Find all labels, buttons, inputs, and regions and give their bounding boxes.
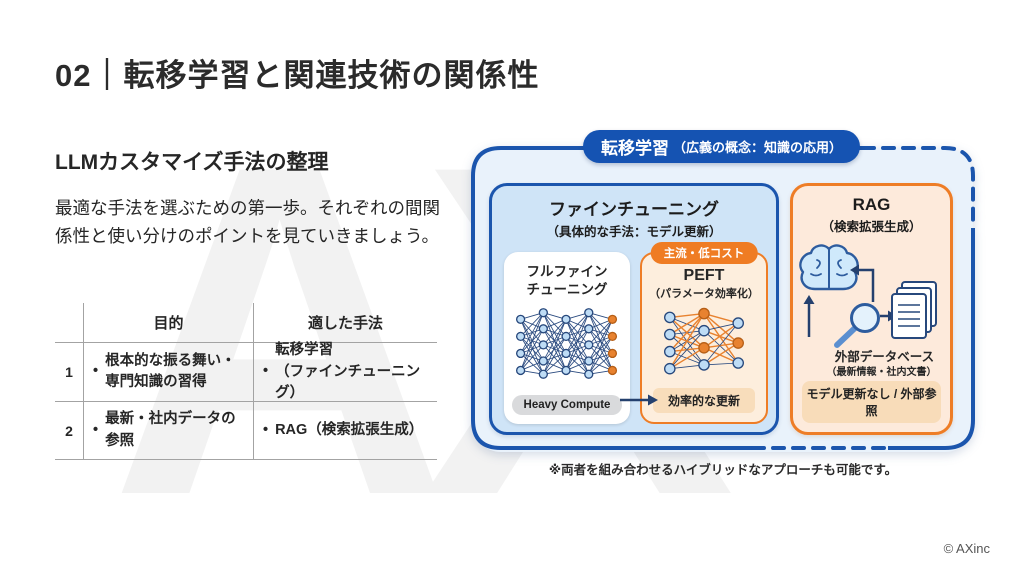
rag-title: RAG	[852, 195, 891, 214]
bullet-glyph: •	[93, 421, 99, 438]
rag-flow-icons	[799, 244, 937, 348]
no-model-update-tag: モデル更新なし / 外部参照	[802, 381, 941, 423]
documents-icon	[891, 281, 937, 339]
umbrella-label-pill: 転移学習 （広義の概念：知識の応用）	[583, 130, 861, 163]
bullet-glyph: •	[263, 421, 269, 438]
finetuning-title: ファインチューニング	[549, 200, 719, 219]
mainstream-lowcost-badge: 主流・低コスト	[650, 242, 758, 264]
finetuning-box: ファインチューニング （具体的な手法：モデル更新） フルファイン チューニング …	[489, 183, 779, 435]
dense-neural-network-icon	[515, 308, 618, 380]
table-cell-text: 根本的な振る舞い・ 専門知識の習得	[105, 352, 236, 390]
table-cell-method: • RAG（検索拡張生成）	[253, 402, 437, 460]
finetuning-subtitle: （具体的な手法：モデル更新）	[546, 225, 722, 239]
heavy-compute-tag: Heavy Compute	[512, 395, 622, 415]
table-cell-text: RAG（検索拡張生成）	[275, 421, 424, 438]
efficient-update-tag: 効率的な更新	[653, 388, 755, 413]
methods-table: 目的 適した手法 1 • 根本的な振る舞い・ 専門知識の習得 • 転移学習 （フ…	[55, 303, 437, 460]
rag-box: RAG （検索拡張生成）	[790, 183, 953, 435]
table-header-purpose: 目的	[83, 303, 253, 343]
external-db-label: 外部データベース	[834, 350, 935, 364]
sparse-neural-network-icon	[664, 307, 744, 375]
hybrid-note: ※両者を組み合わせるハイブリッドなアプローチも可能です。	[548, 463, 898, 477]
table-row-number: 1	[55, 343, 83, 402]
section-heading: LLMカスタマイズ手法の整理	[55, 151, 329, 174]
section-intro-text: 最適な手法を選ぶための第一歩。それぞれの間関係性と使い分けのポイントを見ていきま…	[55, 198, 440, 247]
umbrella-label-strong: 転移学習	[601, 139, 669, 158]
table-cell-text: 最新・社内データの 参照	[105, 411, 236, 449]
retrieve-arrow-icon	[850, 264, 875, 302]
brain-icon	[799, 244, 859, 291]
bullet-glyph: •	[263, 363, 269, 380]
peft-card: 主流・低コスト PEFT （パラメータ効率化） 効率的な更新	[640, 242, 768, 424]
external-db-sublabel: （最新情報・社内文書）	[826, 367, 937, 378]
magnifier-icon	[834, 303, 880, 348]
table-cell-text: 転移学習 （ファインチューニング）	[275, 342, 421, 401]
page-title: 02｜転移学習と関連技術の関係性	[55, 58, 540, 93]
umbrella-label-rest: （広義の概念：知識の応用）	[673, 140, 843, 155]
table-cell-method: • 転移学習 （ファインチューニング）	[253, 342, 437, 402]
peft-subtitle: （パラメータ効率化）	[649, 288, 759, 300]
full-finetuning-title: フルファイン チューニング	[526, 264, 608, 298]
compute-to-efficiency-arrow-icon	[620, 394, 658, 406]
up-arrow-icon	[803, 295, 815, 337]
table-cell-purpose: • 最新・社内データの 参照	[83, 402, 253, 460]
peft-title: PEFT	[683, 267, 725, 284]
table-row-number: 2	[55, 402, 83, 460]
table-corner-cell	[55, 303, 83, 343]
table-cell-purpose: • 根本的な振る舞い・ 専門知識の習得	[83, 343, 253, 402]
copyright-label: © AXinc	[943, 541, 990, 556]
rag-subtitle: （検索拡張生成）	[821, 220, 922, 234]
full-finetuning-card: フルファイン チューニング Heavy Compute	[504, 252, 630, 424]
bullet-glyph: •	[93, 363, 99, 380]
table-header-method: 適した手法	[253, 303, 437, 343]
